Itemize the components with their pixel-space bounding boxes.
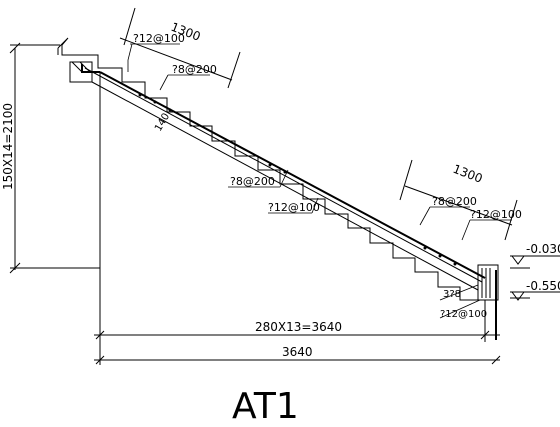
steps-dimension-label: 280X13=3640 [255, 320, 342, 334]
rebar-low-main-label: ?12@100 [470, 208, 522, 221]
level-marker-lower: -0.550 [510, 279, 560, 301]
rebar-mid-dist-label: ?8@200 [230, 175, 275, 188]
total-dimension-label: 3640 [282, 345, 313, 359]
rebar-bottom-bars-label: 3?8 [443, 289, 461, 300]
total-dimension: 3640 [94, 345, 501, 365]
vertical-dimension [9, 42, 100, 274]
top-landing-beam [57, 37, 100, 83]
rebar-mid-main-label: ?12@100 [268, 201, 320, 214]
vertical-dimension-label: 150X14=2100 [1, 103, 15, 190]
leader-lines [127, 43, 512, 319]
rebar-top-main-label: ?12@100 [133, 32, 185, 45]
bottom-support [477, 264, 499, 342]
level-lower-label: -0.550 [526, 279, 560, 293]
rebar-bottom-stirrup-label: ?12@100 [440, 309, 487, 320]
bottom-span-label: 1300 [451, 162, 485, 186]
rebar-dots [138, 93, 457, 266]
stair-steps [95, 54, 485, 301]
rebar-low-dist-label: ?8@200 [432, 195, 477, 208]
inclined-slab [84, 67, 486, 291]
level-upper-label: -0.030 [526, 242, 560, 256]
drawing-title: AT1 [232, 386, 299, 427]
steps-dimension: 280X13=3640 [94, 72, 500, 365]
level-marker-upper: -0.030 [510, 242, 560, 269]
thickness-label: 140 [153, 111, 172, 133]
rebar-top-dist-label: ?8@200 [172, 63, 217, 76]
top-span-dimension: 1300 [119, 7, 241, 89]
